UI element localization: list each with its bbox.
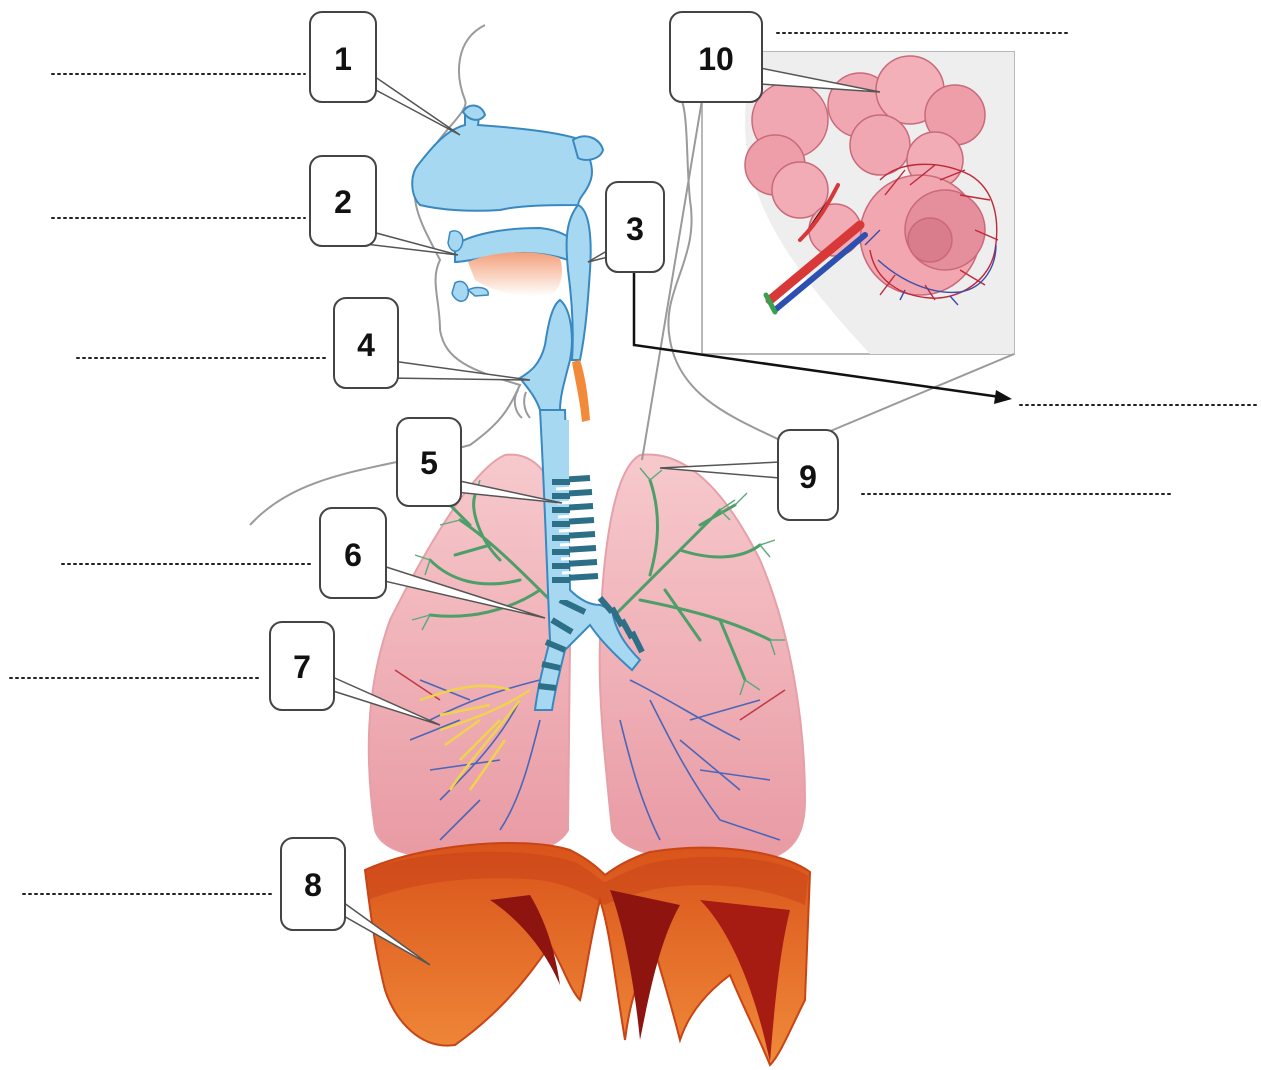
callout-9-number: 9 — [799, 459, 817, 495]
larynx — [515, 300, 572, 418]
callout-5-number: 5 — [420, 445, 438, 481]
callout-2: 2 — [310, 156, 376, 246]
callout-7: 7 — [270, 622, 334, 710]
callout-3: 3 — [606, 182, 664, 272]
callout-10: 10 — [670, 12, 762, 102]
oral-cavity — [448, 228, 580, 301]
callout-7-number: 7 — [293, 649, 311, 685]
callout-2-number: 2 — [334, 184, 352, 220]
callout-4: 4 — [334, 298, 398, 388]
diaphragm — [365, 843, 810, 1065]
callout-1-number: 1 — [334, 41, 352, 77]
callout-8: 8 — [281, 838, 345, 930]
callout-9: 9 — [778, 430, 838, 520]
callout-5: 5 — [397, 418, 461, 506]
callout-6: 6 — [320, 508, 386, 598]
left-lung — [369, 455, 570, 858]
callout-3-number: 3 — [626, 211, 644, 247]
callout-10-number: 10 — [698, 41, 734, 77]
callout-1: 1 — [310, 12, 376, 102]
callout-6-number: 6 — [344, 537, 362, 573]
callout-8-number: 8 — [304, 867, 322, 903]
pharynx — [567, 205, 591, 422]
callout-4-number: 4 — [357, 327, 375, 363]
